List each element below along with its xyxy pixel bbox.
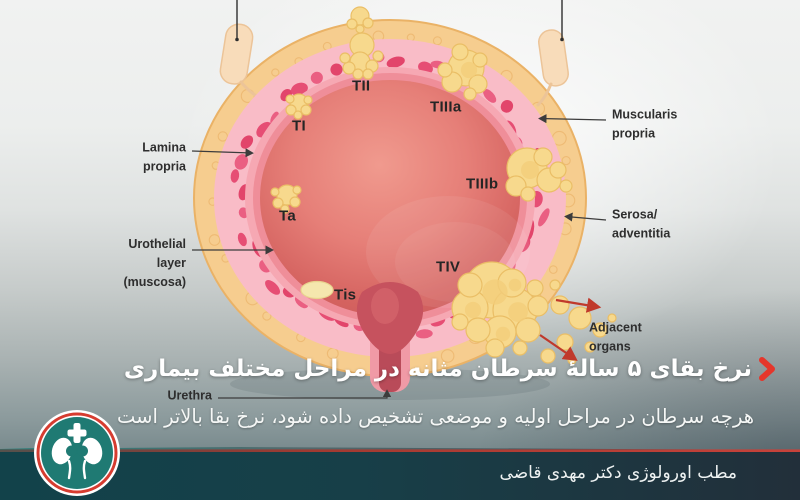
stage-label-tii: TII (352, 77, 371, 95)
stage-label-tiv: TIV (436, 258, 461, 276)
hero-headline: نرخ بقای ۵ سالهٔ سرطان مثانه در مراحل مخ… (123, 356, 752, 382)
stage-label-ti: TI (292, 117, 306, 135)
hero-subline: هرچه سرطان در مراحل اولیه و موضعی تشخیص … (117, 405, 754, 428)
label-urethra: Urethra (167, 388, 212, 403)
footer-clinic-name: مطب اورولوژی دکتر مهدی قاضی (499, 463, 737, 483)
label-serosa-adventitia: Serosa/adventitia (612, 207, 671, 240)
stage-label-tiiib: TIIIb (466, 175, 499, 193)
kidneys-cross-icon (34, 410, 120, 496)
footer-band-shapes (0, 411, 800, 500)
stage-label-ta: Ta (279, 207, 296, 225)
red-divider-line (0, 449, 800, 452)
hero-headline-row: نرخ بقای ۵ سالهٔ سرطان مثانه در مراحل مخ… (124, 349, 776, 389)
chevron-bullet-icon (758, 356, 776, 382)
stage-label-tiiia: TIIIa (430, 98, 462, 116)
stage-label-tis: Tis (334, 286, 357, 304)
clinic-logo (31, 407, 123, 499)
footer-bar (0, 452, 800, 500)
